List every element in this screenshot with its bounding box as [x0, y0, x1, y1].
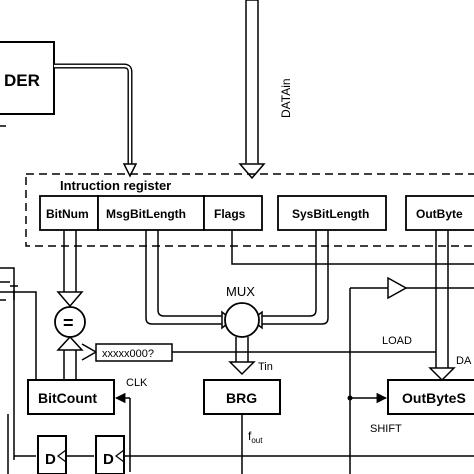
- datain-label: DATAin: [279, 78, 293, 118]
- comparator-symbol: =: [63, 313, 74, 333]
- decoder-label: DER: [4, 71, 40, 90]
- brg-block: [203, 379, 281, 415]
- bitnum-to-comparator-bus: [63, 230, 77, 292]
- datain-bus: [245, 0, 259, 165]
- dff-2: [95, 435, 125, 474]
- bitcount-label: BitCount: [38, 390, 97, 406]
- fout-label: fout: [248, 429, 263, 445]
- instruction-register-label: Intruction register: [60, 178, 171, 193]
- msgbitlength-to-mux-bus: [145, 230, 222, 325]
- mux: [224, 302, 260, 338]
- flags-line: [231, 230, 474, 265]
- load-label: LOAD: [382, 335, 412, 347]
- bitcount-block: [27, 379, 115, 415]
- brg-label: BRG: [226, 390, 257, 406]
- outbytes-label: OutByteS: [402, 390, 466, 406]
- tin-label: Tin: [258, 361, 273, 373]
- bitnum-field: [39, 195, 99, 231]
- instruction-register: [25, 173, 474, 247]
- sysbitlength-to-mux-bus: [262, 230, 329, 325]
- mux-to-brg-bus: [235, 337, 249, 362]
- dff-1-label: D: [45, 451, 56, 468]
- outbytes-block: [387, 379, 474, 415]
- flags-label: Flags: [214, 207, 246, 221]
- sysbitlength-label: SysBitLength: [292, 207, 369, 221]
- clk-label: CLK: [126, 377, 148, 389]
- dff-2-label: D: [103, 451, 114, 468]
- buffer-triangle: [387, 276, 408, 300]
- bitnum-label: BitNum: [46, 207, 89, 221]
- dff-1: [37, 435, 67, 474]
- outbyte-label: OutByte: [416, 207, 463, 221]
- flags-field: [203, 195, 263, 231]
- check-value-label: xxxxx000?: [102, 348, 154, 360]
- sysbitlength-field: [277, 195, 387, 231]
- mux-label: MUX: [226, 284, 255, 299]
- msgbitlength-field: [97, 195, 205, 231]
- outbyte-field: [405, 195, 474, 231]
- decoder-to-ir-arrow: [54, 63, 133, 164]
- shift-label: SHIFT: [370, 423, 402, 435]
- decoder-block: [0, 41, 55, 115]
- msgbitlength-label: MsgBitLength: [106, 207, 186, 221]
- da-label: DA: [456, 355, 472, 367]
- outbyte-to-outbytes-bus: [435, 230, 449, 368]
